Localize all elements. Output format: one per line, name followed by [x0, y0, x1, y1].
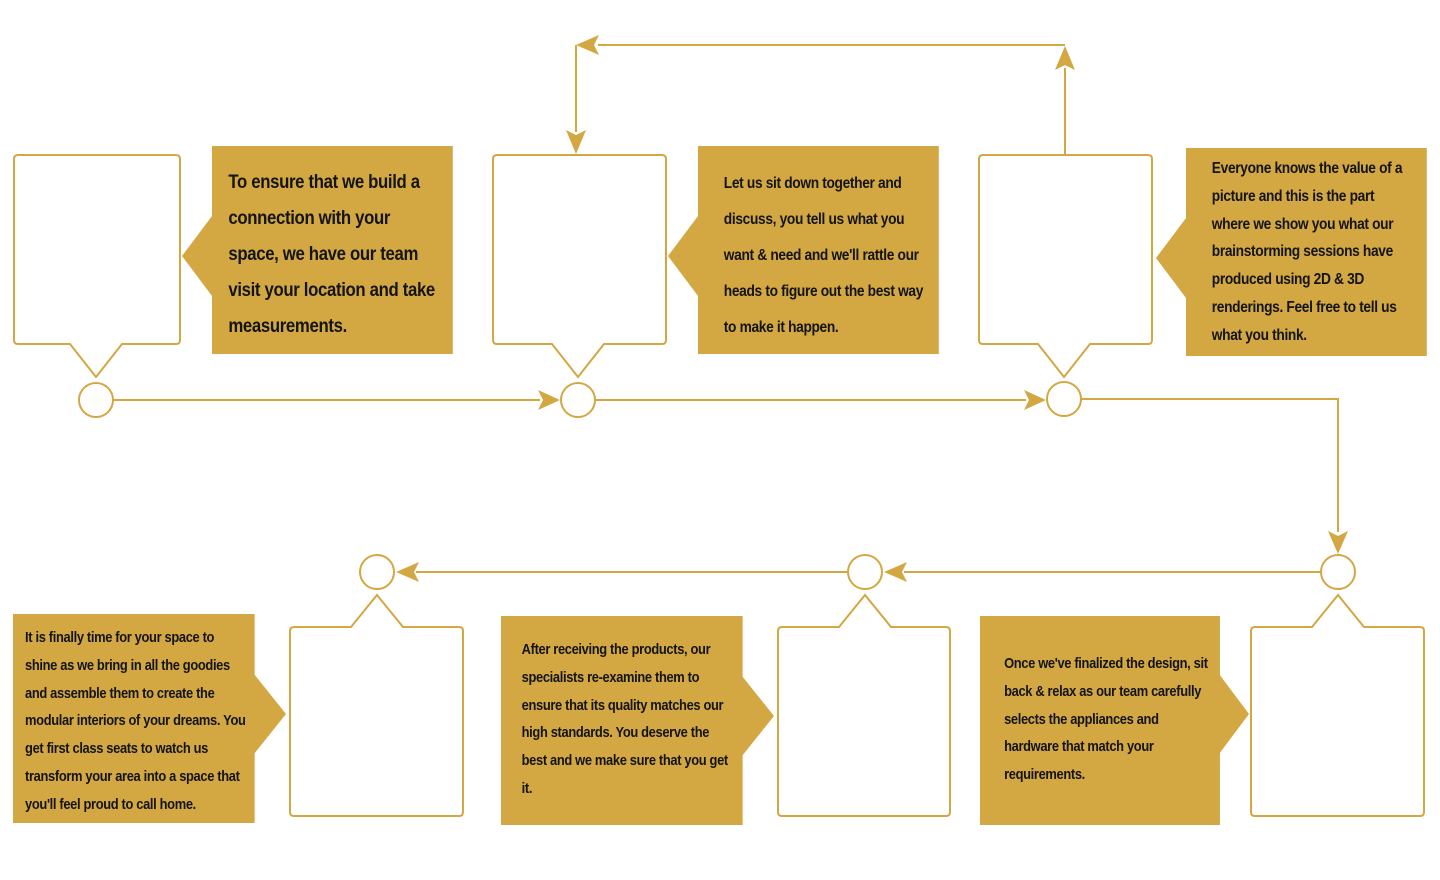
step-6-icon-frame [1250, 593, 1425, 817]
step-2-node [560, 382, 596, 418]
step-2-text: Let us sit down together and discuss, yo… [723, 175, 924, 336]
arrowhead-loop-down [566, 130, 586, 154]
step-6-pointer [1219, 674, 1249, 754]
step-1-text: To ensure that we build a connection wit… [228, 171, 435, 337]
step-4-pointer [254, 674, 286, 754]
step-5-description: After receiving the products, our specia… [501, 616, 743, 825]
step-3-icon-frame [978, 154, 1153, 379]
step-3-text: Everyone knows the value of a picture an… [1211, 160, 1403, 344]
arrowhead-into-step-4 [396, 562, 419, 582]
step-4-node [359, 554, 395, 590]
step-1-node [78, 382, 114, 418]
step-1-pointer [182, 216, 212, 296]
arrowhead-loop-up [1055, 46, 1075, 70]
arrowhead-into-step-2 [538, 390, 560, 410]
step-1-icon-frame [13, 154, 181, 379]
step-3-pointer [1156, 218, 1186, 298]
step-5-pointer [742, 676, 774, 756]
step-2-description: Let us sit down together and discuss, yo… [698, 146, 939, 354]
arrowhead-into-step-5 [884, 562, 907, 582]
arrowhead-into-step-6 [1328, 531, 1348, 554]
step-5-icon-frame [777, 593, 951, 817]
step-6-node [1320, 554, 1356, 590]
step-5-text: After receiving the products, our specia… [521, 641, 729, 797]
step-3-node [1046, 381, 1082, 417]
step-4-description: It is finally time for your space to shi… [13, 614, 255, 823]
step-5-node [847, 554, 883, 590]
step-2-icon-frame [492, 154, 667, 379]
step-4-text: It is finally time for your space to shi… [25, 629, 246, 813]
step-4-icon-frame [289, 593, 464, 817]
arrowhead-into-step-3 [1024, 390, 1046, 410]
step-2-pointer [668, 216, 698, 296]
step-1-description: To ensure that we build a connection wit… [212, 146, 453, 354]
arrowhead-loop-left [576, 35, 599, 55]
step-6-text: Once we've finalized the design, sit bac… [1004, 655, 1208, 784]
step-3-description: Everyone knows the value of a picture an… [1186, 148, 1427, 356]
connector-3-6 [1081, 398, 1339, 532]
step-6-description: Once we've finalized the design, sit bac… [980, 616, 1220, 825]
